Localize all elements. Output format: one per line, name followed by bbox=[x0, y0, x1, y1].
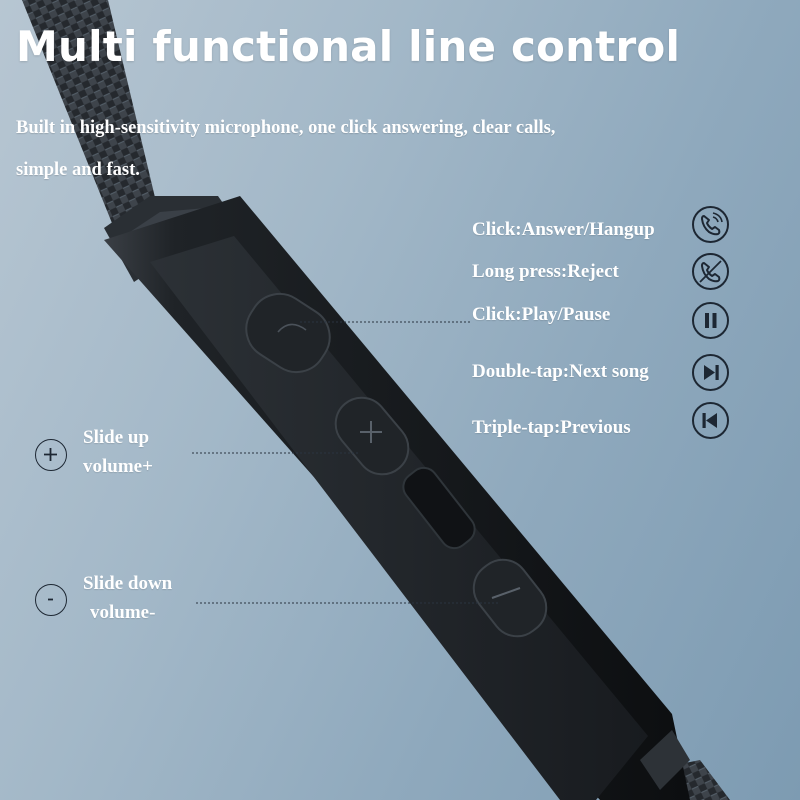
subtitle-line-2: simple and fast. bbox=[16, 160, 140, 180]
next-track-icon bbox=[692, 354, 729, 391]
function-label-play-pause: Click:Play/Pause bbox=[472, 304, 611, 325]
function-label-answer: Click:Answer/Hangup bbox=[472, 219, 655, 240]
phone-reject-icon bbox=[692, 253, 729, 290]
function-label-next: Double-tap:Next song bbox=[472, 361, 649, 382]
remote-buttons bbox=[245, 292, 548, 638]
subtitle-line-1: Built in high-sensitivity microphone, on… bbox=[16, 118, 556, 138]
function-label-reject: Long press:Reject bbox=[472, 261, 619, 282]
plus-icon bbox=[35, 439, 67, 471]
volume-down-line-1: Slide down bbox=[83, 573, 173, 594]
minus-icon bbox=[35, 584, 67, 616]
volume-up-line-2: volume+ bbox=[83, 456, 153, 477]
previous-track-icon bbox=[692, 402, 729, 439]
volume-down-label: Slide down volume- bbox=[83, 569, 172, 627]
remote-body bbox=[104, 196, 690, 800]
pause-icon bbox=[692, 302, 729, 339]
page-title: Multi functional line control bbox=[16, 22, 681, 71]
function-label-previous: Triple-tap:Previous bbox=[472, 417, 631, 438]
volume-down-line-2: volume- bbox=[90, 602, 156, 623]
phone-answer-icon bbox=[692, 206, 729, 243]
volume-up-label: Slide up volume+ bbox=[83, 423, 153, 481]
volume-up-line-1: Slide up bbox=[83, 427, 150, 448]
cable-upper bbox=[22, 0, 158, 238]
